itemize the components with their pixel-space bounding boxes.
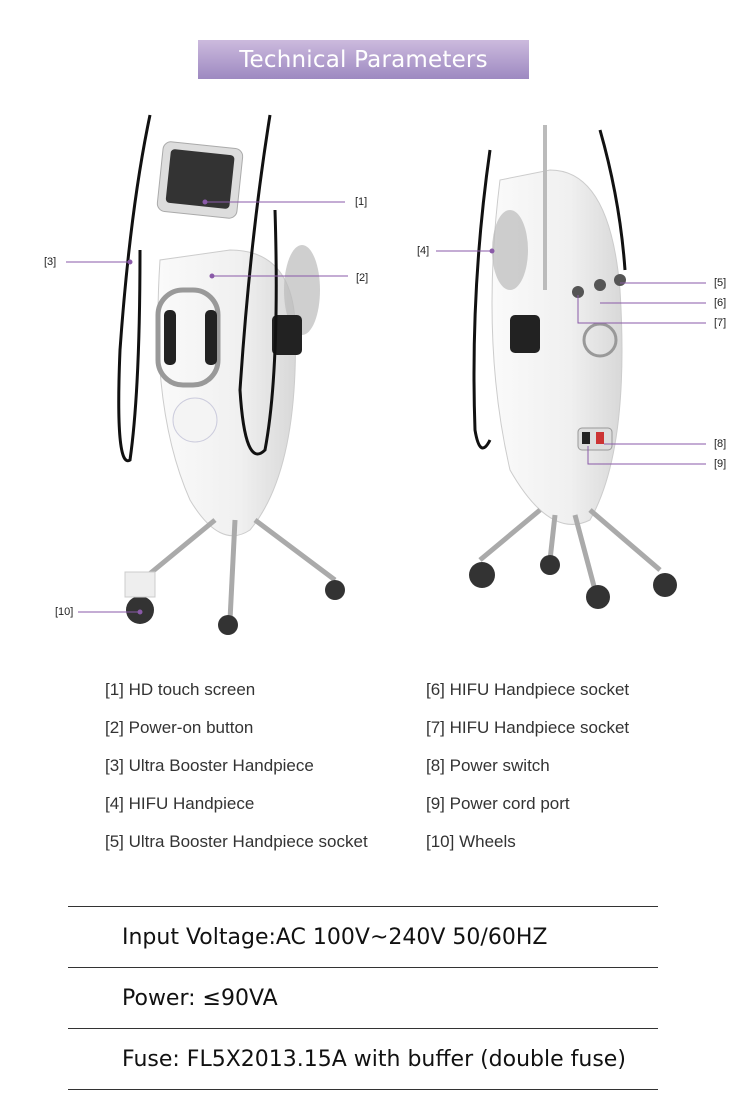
- legend-item: [1] HD touch screen: [105, 680, 256, 699]
- rear-view-device: [469, 125, 677, 609]
- spec-fuse: Fuse: FL5X2013.15A with buffer (double f…: [122, 1047, 626, 1072]
- legend-item: [3] Ultra Booster Handpiece: [105, 756, 314, 775]
- legend-item: [10] Wheels: [426, 832, 516, 851]
- legend-item: [5] Ultra Booster Handpiece socket: [105, 832, 368, 851]
- callout-4: [4]: [417, 245, 430, 257]
- legend-item: [6] HIFU Handpiece socket: [426, 680, 630, 699]
- section-title: Technical Parameters: [198, 40, 529, 79]
- legend-item: [2] Power-on button: [105, 718, 254, 737]
- callout-2: [2]: [356, 272, 369, 284]
- callout-5: [5]: [714, 277, 727, 289]
- callout-lines: [66, 199, 706, 615]
- legend-item: [9] Power cord port: [426, 794, 570, 813]
- legend-item: [8] Power switch: [426, 756, 550, 775]
- divider: [68, 906, 658, 907]
- device-illustration: [66, 114, 706, 635]
- callout-10: [10]: [55, 606, 74, 618]
- spec-input-voltage: Input Voltage:AC 100V~240V 50/60HZ: [122, 925, 548, 950]
- divider: [68, 1028, 658, 1029]
- callout-8: [8]: [714, 438, 727, 450]
- divider: [68, 967, 658, 968]
- divider: [68, 1089, 658, 1090]
- callout-3: [3]: [44, 256, 57, 268]
- spec-power: Power: ≤90VA: [122, 986, 278, 1011]
- callout-6: [6]: [714, 297, 727, 309]
- front-view-device: [117, 114, 345, 635]
- legend-item: [7] HIFU Handpiece socket: [426, 718, 630, 737]
- callout-7: [7]: [714, 317, 727, 329]
- callout-9: [9]: [714, 458, 727, 470]
- legend-item: [4] HIFU Handpiece: [105, 794, 255, 813]
- callout-1: [1]: [355, 196, 368, 208]
